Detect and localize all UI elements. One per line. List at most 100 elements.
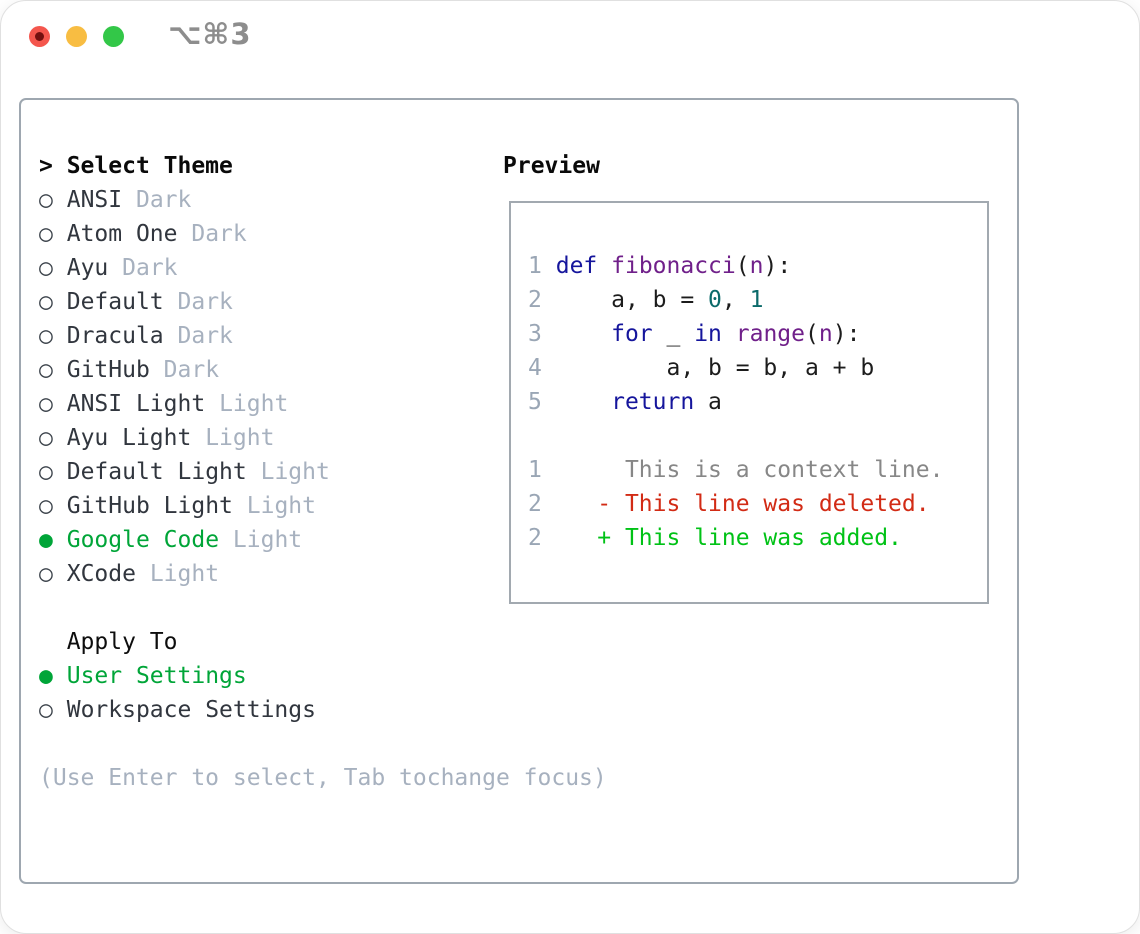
theme-name: XCode — [66, 561, 136, 587]
apply-option-label: User Settings — [66, 663, 247, 689]
code-token-ty: fibonacci — [611, 253, 736, 279]
theme-option-github-light[interactable]: ○ GitHub Light Light — [39, 489, 607, 523]
radio-unselected-icon: ○ — [39, 459, 53, 485]
code-line: 5 return a — [528, 385, 943, 419]
theme-option-dracula[interactable]: ○ Dracula Dark — [39, 319, 607, 353]
code-line: 4 a, b = b, a + b — [528, 351, 943, 385]
theme-variant-tag: Dark — [191, 221, 247, 247]
theme-variant-tag: Dark — [177, 289, 233, 315]
code-token-ty: n — [749, 253, 764, 279]
theme-name: Default — [66, 289, 164, 315]
code-token-pl — [597, 253, 611, 279]
theme-option-ayu-light[interactable]: ○ Ayu Light Light — [39, 421, 607, 455]
theme-name: Default Light — [66, 459, 247, 485]
radio-selected-icon: ● — [39, 527, 53, 553]
theme-variant-tag: Dark — [122, 255, 178, 281]
line-number: 2 — [528, 491, 542, 517]
apply-to-heading: Apply To — [39, 629, 178, 655]
zoom-button-icon[interactable] — [103, 26, 124, 47]
diff-line: 1 This is a context line. — [528, 453, 943, 487]
theme-list-header: > Select Theme — [39, 153, 233, 179]
line-number: 1 — [528, 253, 542, 279]
theme-name: Dracula — [66, 323, 164, 349]
theme-option-ayu[interactable]: ○ Ayu Dark — [39, 251, 607, 285]
code-token-pl: ): — [832, 321, 861, 347]
line-number: 4 — [528, 355, 542, 381]
radio-unselected-icon: ○ — [39, 221, 53, 247]
theme-option-ansi-light[interactable]: ○ ANSI Light Light — [39, 387, 607, 421]
radio-unselected-icon: ○ — [39, 255, 53, 281]
code-token-pl: ( — [805, 321, 819, 347]
minimize-button-icon[interactable] — [66, 26, 87, 47]
apply-option-workspace-settings[interactable]: ○ Workspace Settings — [39, 693, 607, 727]
code-token-add: + This line was added. — [555, 525, 902, 551]
theme-name: GitHub — [66, 357, 150, 383]
theme-name: Ayu — [66, 255, 109, 281]
code-token-pl: a — [694, 389, 722, 415]
theme-option-default-light[interactable]: ○ Default Light Light — [39, 455, 607, 489]
radio-unselected-icon: ○ — [39, 425, 53, 451]
code-token-kw: in — [694, 321, 722, 347]
code-token-ty: range — [735, 321, 806, 347]
theme-variant-tag: Dark — [177, 323, 233, 349]
focus-prompt-icon: > — [39, 153, 67, 179]
code-token-pl — [556, 389, 611, 415]
theme-name: Google Code — [66, 527, 220, 553]
titlebar — [29, 26, 124, 47]
code-line: 1 def fibonacci(n): — [528, 249, 943, 283]
apply-option-user-settings[interactable]: ● User Settings — [39, 659, 607, 693]
theme-name: ANSI — [66, 187, 123, 213]
theme-variant-tag: Light — [260, 459, 330, 485]
theme-option-default[interactable]: ○ Default Dark — [39, 285, 607, 319]
radio-unselected-icon: ○ — [39, 391, 53, 417]
code-token-pl: a, b = — [555, 287, 709, 313]
preview-heading: Preview — [503, 153, 600, 179]
code-line: 2 a, b = 0, 1 — [528, 283, 943, 317]
code-token-pl — [722, 321, 736, 347]
keyboard-hint: (Use Enter to select, Tab to — [39, 765, 427, 791]
code-token-lit: 0 — [708, 287, 722, 313]
theme-list: > Select Theme○ ANSI Dark○ Atom One Dark… — [39, 149, 607, 795]
code-token-pl: a, b = b, a + b — [555, 355, 875, 381]
code-token-kw: for — [611, 321, 653, 347]
theme-variant-tag: Light — [149, 561, 220, 587]
theme-variant-tag: Light — [205, 425, 275, 451]
code-token-pl: _ — [652, 321, 695, 347]
radio-unselected-icon: ○ — [39, 561, 53, 587]
line-number: 2 — [528, 525, 542, 551]
code-token-pl — [556, 321, 611, 347]
theme-variant-tag: Dark — [135, 187, 192, 213]
radio-unselected-icon: ○ — [39, 187, 53, 213]
apply-option-label: Workspace Settings — [66, 697, 316, 723]
radio-selected-icon: ● — [39, 663, 53, 689]
code-token-kw: return — [611, 389, 695, 415]
diff-line: 2 + This line was added. — [528, 521, 943, 555]
theme-variant-tag: Light — [246, 493, 316, 519]
radio-unselected-icon: ○ — [39, 493, 53, 519]
radio-unselected-icon: ○ — [39, 289, 53, 315]
line-number: 5 — [528, 389, 542, 415]
line-number: 3 — [528, 321, 542, 347]
code-token-pl: ( — [735, 253, 750, 279]
theme-option-github[interactable]: ○ GitHub Dark — [39, 353, 607, 387]
theme-list-title: Select Theme — [66, 153, 233, 179]
theme-option-ansi[interactable]: ○ ANSI Dark — [39, 183, 607, 217]
line-number: 1 — [528, 457, 542, 483]
keyboard-hint: change focus) — [426, 765, 607, 791]
code-token-ty: n — [818, 321, 833, 347]
theme-option-google-code[interactable]: ● Google Code Light — [39, 523, 607, 557]
code-line: 3 for _ in range(n): — [528, 317, 943, 351]
theme-option-atom-one[interactable]: ○ Atom One Dark — [39, 217, 607, 251]
radio-unselected-icon: ○ — [39, 697, 53, 723]
line-number: 2 — [528, 287, 542, 313]
window-title: ⌥⌘3 — [168, 17, 252, 51]
code-token-pl: ): — [763, 253, 792, 279]
theme-name: Atom One — [66, 221, 178, 247]
close-button-icon[interactable] — [29, 26, 50, 47]
theme-option-xcode[interactable]: ○ XCode Light — [39, 557, 607, 591]
theme-name: Ayu Light — [66, 425, 192, 451]
theme-variant-tag: Light — [232, 527, 303, 553]
